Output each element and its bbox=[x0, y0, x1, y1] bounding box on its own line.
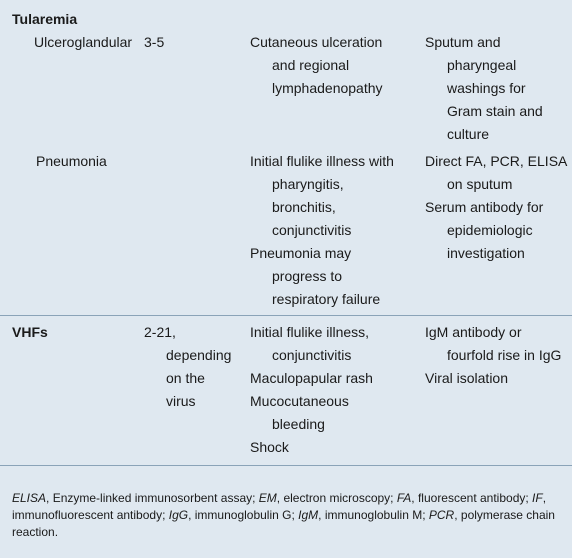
abbr-elisa: ELISA bbox=[12, 491, 47, 505]
abbr-if: IF bbox=[532, 491, 543, 505]
section-title-tularemia: Tularemia bbox=[12, 11, 78, 27]
row-name-pneumonia: Pneumonia bbox=[36, 153, 107, 169]
abbr-pcr: PCR bbox=[428, 508, 455, 522]
row-findings-ulceroglandular: Cutaneous ulceration and regional lympha… bbox=[250, 34, 383, 96]
row-diagnosis-ulceroglandular: Sputum and pharyngeal washings for Gram … bbox=[425, 34, 543, 142]
abbr-igg: IgG bbox=[168, 508, 189, 522]
row-name-ulceroglandular: Ulceroglandular bbox=[34, 34, 133, 50]
abbr-em: EM bbox=[258, 491, 277, 505]
row-findings-pneumonia: Initial flulike illness with pharyngitis… bbox=[250, 153, 394, 307]
row-diagnosis-vhfs: IgM antibody or fourfold rise in IgG Vir… bbox=[425, 324, 562, 386]
row-diagnosis-pneumonia: Direct FA, PCR, ELISA on sputum Serum an… bbox=[425, 153, 568, 261]
abbr-igm: IgM bbox=[298, 508, 319, 522]
abbreviations-footnote: ELISA, Enzyme-linked immunosorbent assay… bbox=[12, 491, 555, 539]
row-findings-vhfs: Initial flulike illness, conjunctivitis … bbox=[250, 324, 373, 455]
footnote-divider bbox=[0, 465, 572, 466]
row-incubation-ulceroglandular: 3-5 bbox=[144, 34, 165, 50]
row-incubation-vhfs: 2-21, depending on the virus bbox=[144, 324, 232, 409]
section-title-vhfs: VHFs bbox=[12, 324, 48, 340]
abbr-fa: FA bbox=[396, 491, 412, 505]
section-divider bbox=[0, 315, 572, 316]
